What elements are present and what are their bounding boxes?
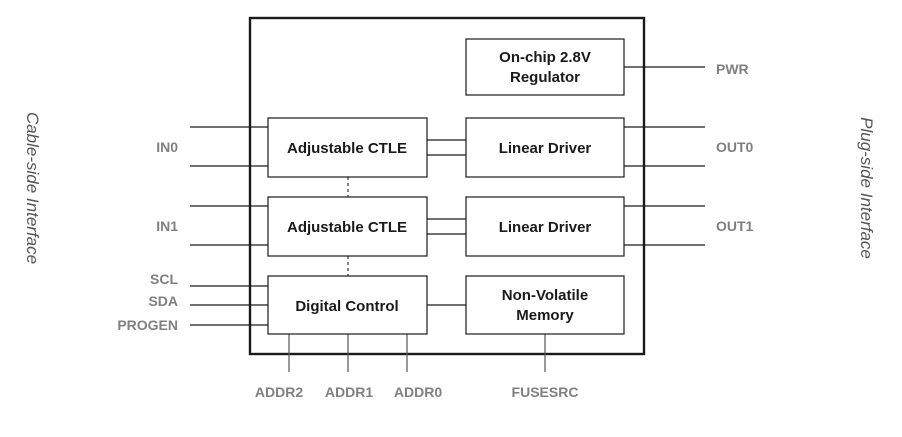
pin-addr1: ADDR1 [325, 384, 373, 400]
memory-label-line2: Memory [516, 307, 574, 324]
ctle1-label: Adjustable CTLE [287, 219, 407, 236]
pin-progen: PROGEN [117, 317, 178, 333]
pin-out0: OUT0 [716, 139, 754, 155]
right-pin-wires [624, 66, 705, 246]
driver1-block [465, 196, 625, 257]
pin-sda: SDA [148, 293, 178, 309]
digital-control-label: Digital Control [295, 298, 398, 315]
pin-fusesrc: FUSESRC [512, 384, 579, 400]
ctle0-label: Adjustable CTLE [287, 140, 407, 157]
driver1-label: Linear Driver [499, 219, 592, 236]
driver0-label: Linear Driver [499, 140, 592, 157]
plug-side-label: Plug-side Interface [857, 117, 876, 259]
memory-label-line1: Non-Volatile [502, 287, 588, 304]
pin-addr2: ADDR2 [255, 384, 303, 400]
pin-out1: OUT1 [716, 218, 754, 234]
memory-block [465, 275, 625, 335]
bottom-pin-wires [288, 334, 546, 372]
digital-control-block [267, 275, 428, 335]
pin-in0: IN0 [156, 139, 178, 155]
ctle1-block [267, 196, 428, 257]
cable-side-label: Cable-side Interface [23, 112, 42, 264]
left-pin-wires [190, 126, 268, 326]
driver0-block [465, 117, 625, 178]
pin-addr0: ADDR0 [394, 384, 442, 400]
regulator-label-line2: Regulator [510, 69, 580, 86]
ctle-driver-links [427, 139, 466, 306]
regulator-block [465, 38, 625, 96]
pin-pwr: PWR [716, 61, 749, 77]
regulator-label-line1: On-chip 2.8V [499, 49, 591, 66]
pin-in1: IN1 [156, 218, 178, 234]
pin-scl: SCL [150, 271, 178, 287]
ctle0-block [267, 117, 428, 178]
